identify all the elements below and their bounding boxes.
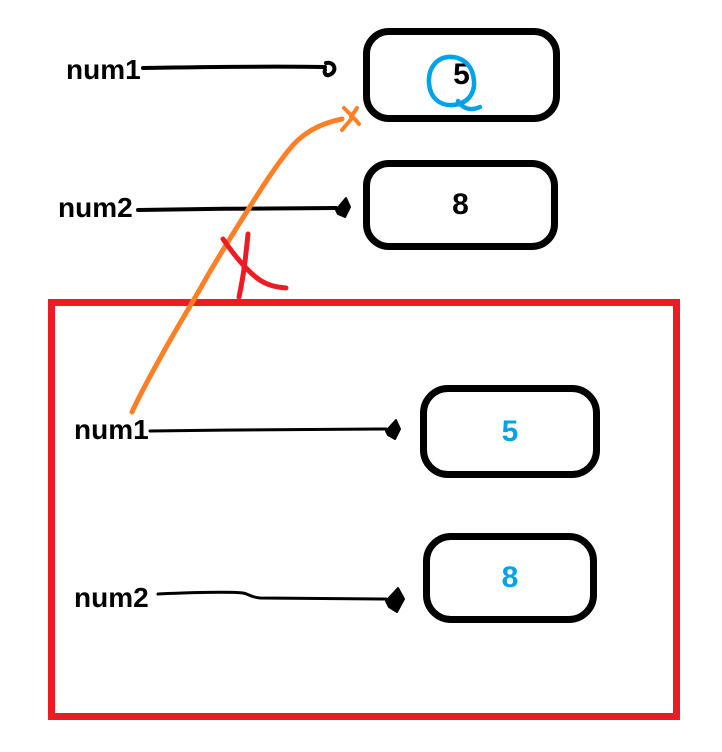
inner-scope-frame	[48, 299, 680, 720]
top-num1-arrow	[141, 60, 337, 78]
bottom-value-box-8: 8	[423, 533, 597, 623]
top-value-5: 5	[453, 58, 470, 91]
top-num1-label: num1	[66, 54, 141, 85]
top-value-8: 8	[452, 188, 469, 221]
bottom-value-8: 8	[501, 561, 519, 594]
bottom-num1-label: num1	[74, 414, 149, 445]
red-x-annotation	[220, 231, 289, 300]
bottom-value-box-5: 5	[420, 385, 600, 478]
top-value-box-8: 8	[363, 160, 558, 250]
top-num2-label: num2	[58, 192, 133, 223]
bottom-num2-label: num2	[74, 582, 149, 613]
top-num2-arrow	[136, 197, 351, 218]
bottom-value-5: 5	[501, 414, 519, 448]
top-value-box-5: 5	[363, 28, 560, 122]
